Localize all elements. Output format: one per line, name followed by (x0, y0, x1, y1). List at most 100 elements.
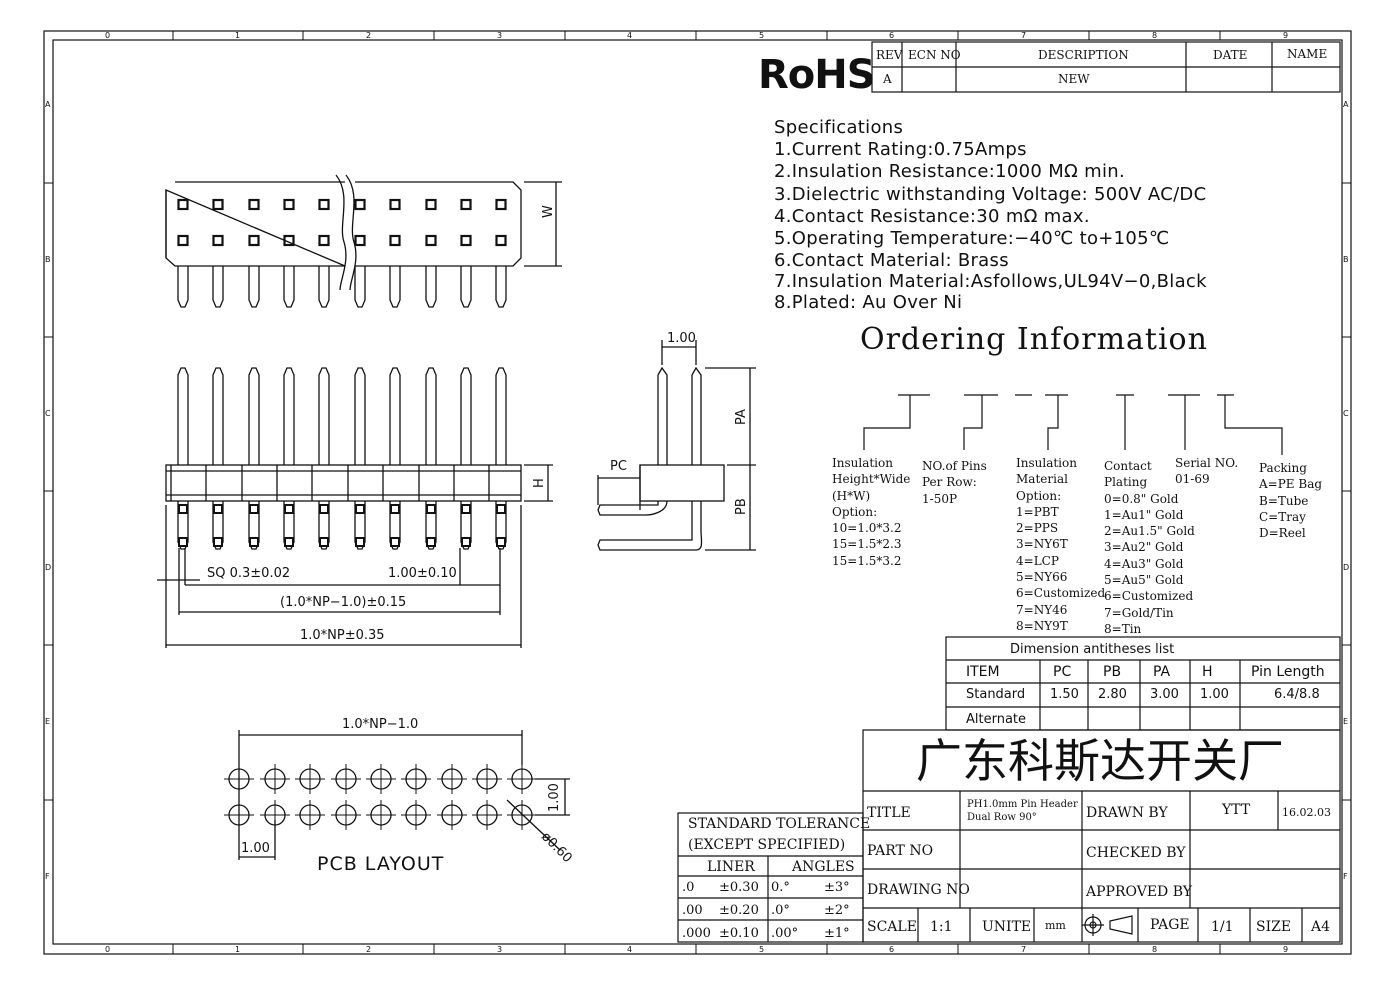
front-pin (212, 367, 224, 465)
projection-symbol-icon (1082, 914, 1133, 936)
zone-column-label: 3 (497, 945, 503, 954)
top-pin-square (177, 198, 189, 211)
top-pin-square (389, 234, 401, 247)
front-pin-square (496, 504, 506, 514)
tolerance-cell: .00 (682, 903, 703, 918)
drawing-no-label: DRAWING NO (867, 882, 970, 898)
option-serial-no: Serial NO. 01-69 (1175, 456, 1239, 487)
zone-column-label: 5 (759, 31, 765, 40)
dim-table-header: PA (1153, 664, 1171, 680)
front-view (157, 367, 553, 648)
spec-item: 4.Contact Resistance:30 mΩ max. (774, 206, 1090, 227)
ecn-header: ECN NO (908, 48, 961, 62)
zone-column-label: 9 (1283, 945, 1289, 954)
zone-row-label: D (45, 563, 52, 572)
top-pin-square (460, 234, 472, 247)
front-pin-square (426, 504, 436, 514)
title-value-1: PH1.0mm Pin Header (967, 799, 1078, 810)
dim-table-cell: 6.4/8.8 (1274, 687, 1320, 702)
front-pin-square (213, 504, 223, 514)
top-pin-square (212, 198, 224, 211)
zone-row-label: B (45, 255, 51, 264)
zone-row-label: F (1343, 872, 1348, 881)
top-pin-square (248, 198, 260, 211)
dim-table-cell: 1.50 (1050, 687, 1079, 702)
tolerance-cell: ±3° (824, 880, 850, 895)
approved-by-label: APPROVED BY (1086, 884, 1193, 900)
front-pin-square (284, 537, 294, 547)
dim-pitch: 1.00±0.10 (388, 566, 457, 581)
front-pin-square (496, 537, 506, 547)
zone-row-label: D (1343, 563, 1350, 572)
title-label: TITLE (867, 805, 911, 821)
top-pin-square (318, 234, 330, 247)
top-pin-lead (495, 266, 507, 308)
front-pin-square (319, 504, 329, 514)
pcb-layout (224, 730, 570, 860)
top-pin-square (283, 234, 295, 247)
page-label: PAGE (1150, 917, 1190, 933)
front-pin (425, 367, 437, 465)
inner-frame (52, 39, 1343, 945)
zone-column-label: 0 (105, 31, 111, 40)
front-pin-tail (318, 501, 330, 550)
option-contact-plating: Contact Plating 0=0.8" Gold 1=Au1" Gold … (1104, 459, 1195, 636)
front-pin (283, 367, 295, 465)
drawn-by-label: DRAWN BY (1086, 805, 1168, 821)
front-pin-tail (460, 501, 472, 550)
front-pin-square (355, 504, 365, 514)
dim-sq: SQ 0.3±0.02 (207, 566, 291, 581)
front-pin-square (355, 537, 365, 547)
scale-label: SCALE (867, 919, 917, 935)
tolerance-angles: ANGLES (792, 859, 855, 875)
zone-column-label: 9 (1283, 31, 1289, 40)
front-pin-tail (212, 501, 224, 550)
front-pin-square (178, 537, 188, 547)
dim-table-header: ITEM (966, 664, 1000, 680)
front-pin-square (178, 504, 188, 514)
top-pin-lead (177, 266, 189, 308)
tolerance-liner: LINER (707, 859, 755, 875)
zone-column-label: 6 (889, 945, 895, 954)
top-pin-lead (283, 266, 295, 308)
top-pin-square (389, 198, 401, 211)
front-pin-square (390, 504, 400, 514)
front-pin-square (390, 537, 400, 547)
rohs-mark: RoHS (758, 52, 876, 98)
front-pin (354, 367, 366, 465)
zone-column-label: 1 (235, 31, 241, 40)
front-pin-tail (248, 501, 260, 550)
front-pin-tail (425, 501, 437, 550)
zone-row-label: E (1343, 717, 1349, 726)
spec-item: 2.Insulation Resistance:1000 MΩ min. (774, 161, 1125, 182)
zone-column-label: 2 (366, 945, 372, 954)
spec-title: Specifications (774, 117, 904, 138)
front-pin-square (461, 504, 471, 514)
tolerance-cell: .0 (682, 880, 695, 895)
top-pin-square (318, 198, 330, 211)
zone-column-label: 7 (1021, 31, 1027, 40)
zone-column-label: 8 (1152, 31, 1158, 40)
dim-table-header: PC (1053, 664, 1072, 680)
dim-total: 1.0*NP±0.35 (300, 628, 385, 643)
pcb-layout-label: PCB LAYOUT (317, 853, 445, 875)
zone-row-label: C (45, 409, 51, 418)
tolerance-cell: .000 (682, 926, 711, 941)
top-pin-square (354, 234, 366, 247)
top-pin-lead (318, 266, 330, 308)
front-pin (177, 367, 189, 465)
name-header: NAME (1287, 47, 1328, 61)
top-pin-lead (248, 266, 260, 308)
outer-frame (43, 30, 1352, 955)
dim-pa: PA (734, 409, 749, 425)
tolerance-cell: 0.° (771, 880, 790, 895)
date-value: 16.02.03 (1282, 806, 1331, 819)
front-pin-tail (354, 501, 366, 550)
side-view (597, 340, 756, 551)
top-view (165, 174, 562, 308)
tolerance-cell: ±2° (824, 903, 850, 918)
front-pin-square (249, 504, 259, 514)
zone-column-label: 7 (1021, 945, 1027, 954)
option-packing: Packing A=PE Bag B=Tube C=Tray D=Reel (1259, 461, 1323, 541)
front-pin (318, 367, 330, 465)
